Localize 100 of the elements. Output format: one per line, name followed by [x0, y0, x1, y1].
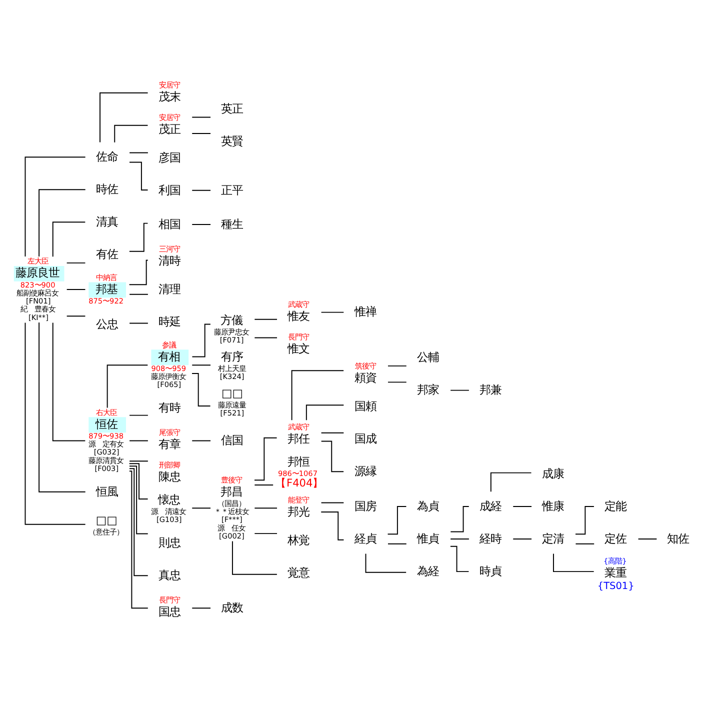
connector: [450, 390, 470, 391]
connector: [553, 553, 594, 572]
node-text: 惟康: [542, 498, 564, 513]
node-text: 国頼: [354, 398, 376, 413]
node-label: 879〜938: [88, 431, 124, 440]
node-text: 有時: [158, 400, 181, 415]
node-label: 源 清遠女 [G103]: [151, 507, 186, 524]
node-text: 邦兼: [480, 382, 502, 397]
connector: [320, 432, 344, 434]
connector: [129, 152, 148, 154]
node-text: 尾張守 有章: [158, 428, 181, 452]
node-text: 林覚: [288, 533, 310, 548]
connector: [114, 124, 148, 143]
connector: [128, 470, 148, 609]
node-text: □□: [222, 386, 243, 400]
node-box: 邦基: [88, 282, 126, 298]
node-text: 経時: [480, 531, 502, 546]
connector: [192, 116, 211, 118]
connector: [254, 484, 274, 486]
connector: [66, 262, 86, 264]
connector: [106, 364, 148, 408]
connector: [192, 508, 211, 509]
node-text: 能登守 邦光: [288, 496, 310, 519]
connector: [128, 260, 148, 286]
node-text: 佐命: [96, 149, 118, 164]
node-text: 英賢: [221, 134, 244, 148]
connector: [52, 222, 86, 258]
node-text: 真忠: [158, 568, 181, 582]
node-box: 有相: [151, 350, 189, 366]
node-label: 藤原清貫女 [F003]: [88, 456, 124, 473]
connector: [192, 133, 211, 134]
node-text: 惟禅: [354, 304, 376, 319]
node-text: 三河守 清時: [158, 244, 181, 268]
node-text: 英正: [221, 102, 244, 116]
connector: [192, 608, 211, 609]
node-text: 方儀: [220, 312, 243, 327]
connector: [100, 92, 148, 143]
node-label: 823〜900: [20, 280, 56, 290]
connector: [254, 318, 278, 320]
node-text: 武蔵守 邦任: [288, 422, 310, 446]
node-label: 【F404】: [276, 478, 324, 490]
node-label: 986〜1067: [278, 468, 318, 478]
connector: [192, 364, 211, 366]
node-text: 成経: [480, 498, 502, 513]
node-text: 源縁: [354, 464, 376, 478]
connector: [388, 382, 407, 383]
node-text: 公忠: [96, 316, 118, 331]
connector: [254, 508, 278, 509]
connector: [66, 316, 86, 317]
node-text: 刑部卿 陳忠: [158, 460, 181, 484]
connector: [490, 472, 532, 492]
node-text: 経貞: [354, 531, 376, 546]
connector: [450, 538, 470, 540]
node-text: 邦恒: [287, 454, 310, 468]
connector: [24, 156, 86, 257]
node-text: {高階} 業重: [603, 556, 627, 580]
connector: [291, 370, 344, 421]
node-label: 村上天皇 [K324]: [218, 364, 246, 382]
connector: [320, 502, 344, 504]
connector: [38, 189, 86, 258]
connector: [638, 538, 658, 540]
node-label: 藤原伊衡女 [F065]: [151, 372, 186, 390]
node-text: 定佐: [604, 531, 627, 546]
node-label: 船副使麻呂女 [FN01]: [16, 288, 59, 306]
node-text: 為経: [416, 564, 439, 578]
node-text: 国成: [354, 431, 376, 446]
node-label: 藤原尹忠女 [F071]: [214, 327, 249, 345]
node-label: 左大臣: [28, 256, 49, 266]
connector: [129, 466, 148, 534]
node-text: 種生: [221, 216, 244, 231]
node-text: 武蔵守 惟友: [288, 300, 310, 323]
node-text: 定能: [604, 498, 627, 513]
node-text: 有序: [221, 349, 244, 364]
node-text: 為貞: [416, 498, 439, 513]
node-text: 清理: [158, 282, 181, 296]
node-text: 則忠: [158, 536, 181, 550]
node-text: 相国: [158, 216, 181, 231]
connector: [512, 538, 532, 540]
node-label: 参議: [162, 340, 176, 350]
connector: [388, 543, 407, 544]
node-text: 筑後守 頼資: [354, 362, 376, 385]
node-text: 安居守 茂末: [158, 80, 181, 104]
connector: [38, 322, 86, 492]
node-text: □□: [96, 512, 118, 527]
connector: [388, 365, 407, 366]
node-text: 知佐: [667, 531, 690, 546]
node-label: （国昌）: [217, 498, 246, 508]
connector: [232, 540, 278, 575]
connector: [575, 543, 595, 544]
node-text: 成数: [221, 600, 244, 615]
node-label: 右大臣: [96, 408, 117, 417]
node-label: 中納言: [96, 272, 117, 282]
node-text: 恒風: [96, 484, 118, 498]
node-label: 藤原遠量 [F521]: [218, 400, 246, 418]
node-text: 時延: [158, 314, 181, 328]
node-text: 利国: [158, 182, 181, 197]
node-text: 時貞: [480, 564, 502, 578]
node-text: 信国: [221, 433, 244, 448]
node-text: 公輔: [416, 350, 439, 364]
connector: [129, 460, 148, 462]
